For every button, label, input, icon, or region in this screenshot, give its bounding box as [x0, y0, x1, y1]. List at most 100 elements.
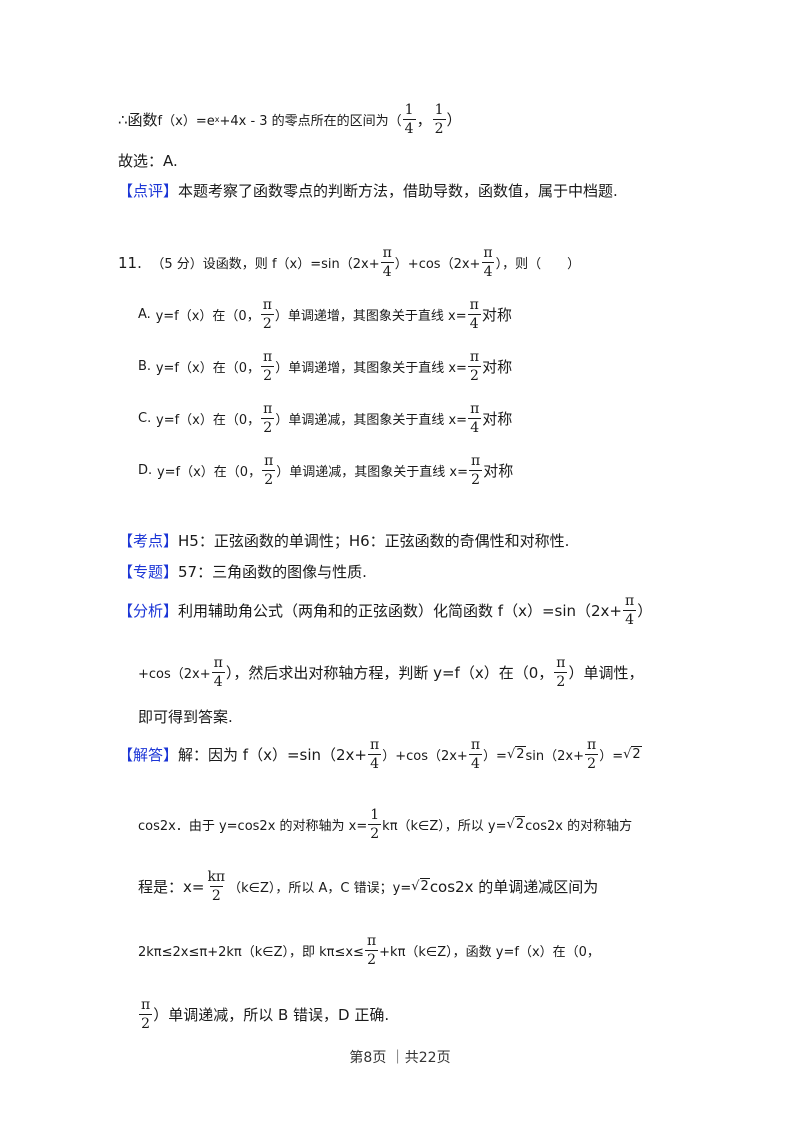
text: ）: [637, 602, 653, 620]
text: cos2x．由于 y=cos2x 的对称轴为 x=: [138, 819, 368, 834]
text: +kπ（k∈Z），函数 y=f（x）在（0，: [379, 945, 600, 960]
text: ），然后求出对称轴方程，判断 y=f（x）在（0，: [225, 664, 554, 682]
text: 对称: [482, 358, 513, 376]
text: ）单调递减，其图象关于直线 x=: [275, 413, 468, 428]
sqrt: √2: [411, 878, 430, 894]
option-letter: A.: [138, 307, 151, 322]
text: ）单调性，: [568, 664, 644, 682]
review-line: 【点评】 本题考察了函数零点的判断方法，借助导数，函数值，属于中档题.: [118, 180, 618, 201]
text: ）=: [599, 749, 624, 764]
sqrt: √2: [623, 746, 642, 762]
text: 即可得到答案.: [138, 708, 233, 726]
text: 对称: [481, 306, 512, 324]
text: ）单调递减，所以 B 错误，D 正确.: [153, 1006, 390, 1024]
option-letter: C.: [138, 411, 152, 426]
text: 57：三角函数的图像与性质.: [178, 563, 367, 581]
fenxi-tag: 【分析】: [118, 602, 179, 620]
text: y=f（x）在（0，: [155, 309, 260, 324]
text: ，: [416, 111, 432, 129]
text: ）单调递增，其图象关于直线 x=: [274, 309, 467, 324]
sqrt: √2: [506, 746, 526, 762]
jieda-tag: 【解答】: [118, 746, 179, 764]
text: kπ（k∈Z），所以 y=: [382, 819, 507, 834]
text: cos2x 的对称轴方: [525, 819, 633, 834]
review-tag: 【点评】: [118, 182, 179, 200]
zhuanti-line: 【专题】 57：三角函数的图像与性质.: [118, 561, 367, 582]
zhuanti-tag: 【专题】: [118, 563, 179, 581]
text: ）+cos（2x+: [382, 749, 468, 764]
text: x: [214, 115, 220, 124]
fenxi-line-3: 即可得到答案.: [138, 706, 233, 727]
text: 2kπ≤2x≤π+2kπ（k∈Z），即 kπ≤x≤: [138, 945, 364, 960]
text: y=f（x）在（0，: [155, 361, 260, 376]
text: ）=: [483, 749, 507, 764]
text: +4x - 3 的零点所在的区间为（: [219, 114, 402, 129]
text: +cos（2x+: [138, 667, 211, 682]
text: ∴函数: [118, 111, 158, 129]
text: 对称: [482, 410, 513, 428]
text: ）: [446, 111, 462, 129]
kaodian-line: 【考点】 H5：正弦函数的单调性；H6：正弦函数的奇偶性和对称性.: [118, 530, 569, 551]
text: ）+cos（2x+: [394, 257, 481, 272]
fenxi-line-1: 【分析】 利用辅助角公式（两角和的正弦函数）化简函数 f（x）=sin（2x+ …: [118, 594, 652, 627]
text: ）单调递减，其图象关于直线 x=: [276, 465, 468, 480]
question-number: 11.: [118, 253, 142, 272]
text: sin（2x+: [525, 749, 584, 764]
sqrt: √2: [506, 816, 526, 832]
text: 对称: [483, 462, 514, 480]
text: 解：因为 f（x）=sin（2x+: [178, 746, 367, 764]
text: ）单调递增，其图象关于直线 x=: [275, 361, 467, 376]
page-footer: 第8页 ｜共22页: [349, 1050, 451, 1066]
answer-line: 故选：A.: [118, 150, 178, 171]
review-text: 本题考察了函数零点的判断方法，借助导数，函数值，属于中档题.: [178, 182, 618, 200]
text: y=f（x）在（0，: [156, 413, 261, 428]
option-letter: B.: [138, 359, 152, 374]
text: （k∈Z），所以 A，C 错误；y=: [228, 881, 412, 896]
text: 程是：x=: [138, 878, 205, 896]
answer-text: 故选：A.: [118, 152, 178, 170]
text: 利用辅助角公式（两角和的正弦函数）化简函数 f（x）=sin（2x+: [178, 602, 622, 620]
text: H5：正弦函数的单调性；H6：正弦函数的奇偶性和对称性.: [178, 532, 570, 550]
kaodian-tag: 【考点】: [118, 532, 179, 550]
text: y=f（x）在（0，: [156, 465, 262, 480]
text: cos2x 的单调递减区间为: [429, 878, 599, 896]
text: （5 分）设函数，则 f（x）=sin（2x+: [151, 257, 380, 272]
text: ），则（ ）: [495, 257, 581, 272]
option-letter: D.: [138, 463, 153, 478]
text: f（x）=e: [157, 114, 215, 129]
